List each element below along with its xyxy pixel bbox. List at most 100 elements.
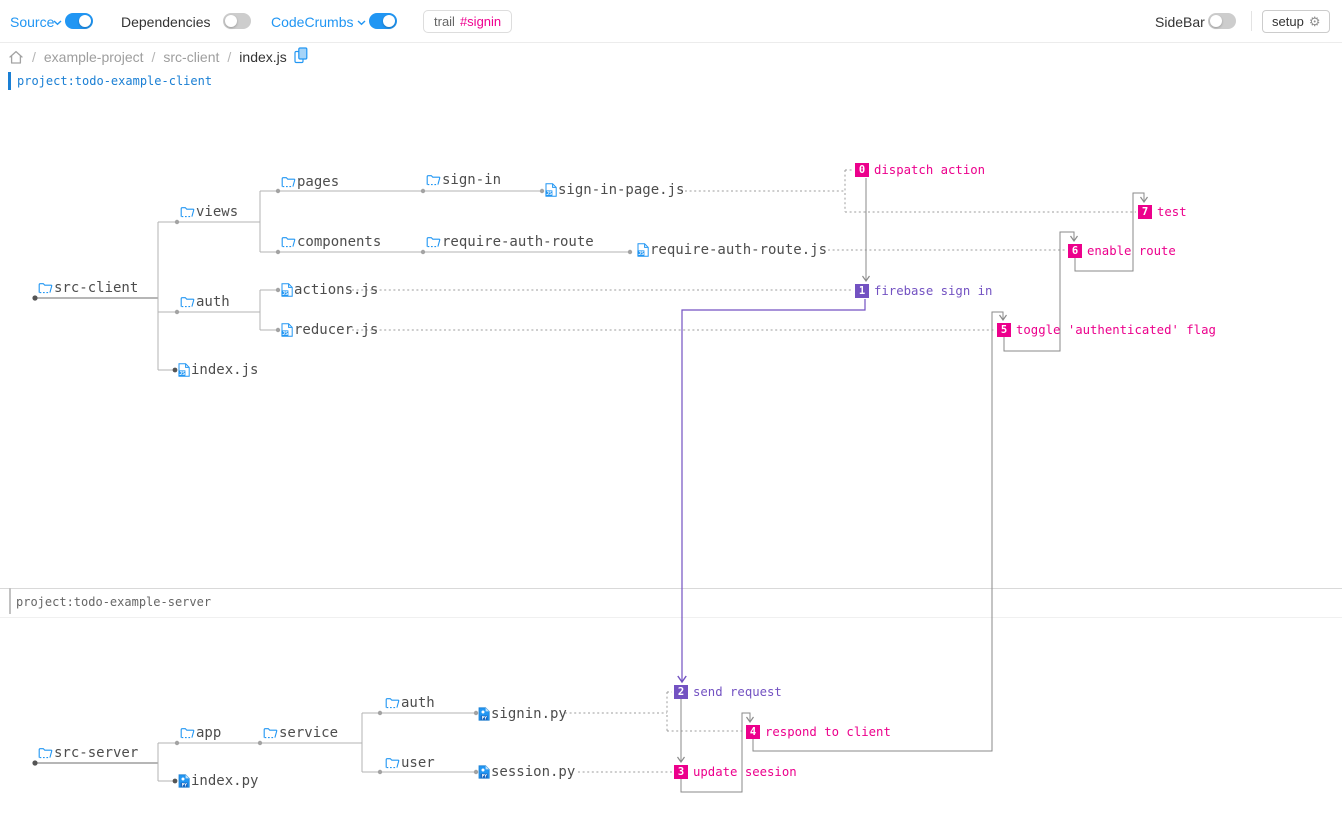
- tree-node-index-py[interactable]: index.py: [178, 773, 258, 789]
- crumb-4[interactable]: 4 respond to client: [746, 725, 891, 739]
- py-file-icon: [478, 765, 490, 779]
- tree-node-label: require-auth-route: [442, 234, 594, 250]
- setup-button-label: setup: [1272, 14, 1304, 29]
- tree-node-label: views: [196, 204, 239, 220]
- codecrumbs-toggle[interactable]: [369, 13, 397, 29]
- tree-node-label: app: [196, 725, 222, 741]
- breadcrumb-item[interactable]: example-project: [43, 49, 144, 65]
- folder-icon: [385, 757, 400, 769]
- crumb-3[interactable]: 3 update seesion: [674, 765, 797, 779]
- tree-node-index-js[interactable]: index.js: [178, 362, 258, 378]
- tree-node-auth-server[interactable]: auth: [385, 695, 435, 711]
- toggle-knob: [383, 15, 395, 27]
- source-toggle[interactable]: [65, 13, 93, 29]
- tree-node-user[interactable]: user: [385, 755, 435, 771]
- tree-node-session-py[interactable]: session.py: [478, 764, 575, 780]
- js-file-icon: [281, 283, 293, 297]
- setup-button[interactable]: setup ⚙: [1262, 10, 1331, 33]
- tree-node-label: auth: [401, 695, 435, 711]
- js-file-icon: [281, 323, 293, 337]
- tree-node-label: components: [297, 234, 382, 250]
- crumb-label: test: [1157, 205, 1187, 219]
- tree-node-views[interactable]: views: [180, 204, 238, 220]
- breadcrumb-separator: /: [151, 49, 156, 65]
- tree-node-src-server[interactable]: src-server: [38, 745, 138, 761]
- tree-node-actions-js[interactable]: actions.js: [281, 282, 378, 298]
- tree-node-reducer-js[interactable]: reducer.js: [281, 322, 378, 338]
- crumb-number: 4: [746, 725, 760, 739]
- toolbar-divider: [1251, 11, 1252, 31]
- folder-icon: [385, 697, 400, 709]
- crumb-0[interactable]: 0 dispatch action: [855, 163, 985, 177]
- breadcrumb-item[interactable]: src-client: [163, 49, 220, 65]
- tree-node-label: src-client: [54, 280, 139, 296]
- tree-node-src-client[interactable]: src-client: [38, 280, 138, 296]
- tree-node-service[interactable]: service: [263, 725, 338, 741]
- sidebar-toggle[interactable]: [1208, 13, 1236, 29]
- crumb-1[interactable]: 1 firebase sign in: [855, 284, 992, 298]
- folder-icon: [38, 282, 53, 294]
- codecrumbs-dropdown[interactable]: CodeCrumbs: [271, 14, 354, 30]
- toggle-knob: [225, 15, 237, 27]
- crumb-number: 3: [674, 765, 688, 779]
- home-icon[interactable]: [8, 50, 24, 65]
- tree-node-label: sign-in: [442, 172, 502, 188]
- crumb-number: 2: [674, 685, 688, 699]
- server-section-divider: [0, 588, 1342, 589]
- tree-node-app[interactable]: app: [180, 725, 221, 741]
- tree-node-label: session.py: [491, 764, 576, 780]
- tree-node-sign-in-page-js[interactable]: sign-in-page.js: [545, 182, 684, 198]
- gear-icon: ⚙: [1308, 14, 1321, 29]
- folder-icon: [426, 174, 441, 186]
- source-dropdown[interactable]: Source: [10, 14, 55, 30]
- dependencies-label[interactable]: Dependencies: [121, 14, 211, 30]
- crumb-label: dispatch action: [874, 163, 986, 177]
- py-file-icon: [478, 707, 490, 721]
- tree-node-label: auth: [196, 294, 230, 310]
- tree-node-label: actions.js: [294, 282, 379, 298]
- crumb-2[interactable]: 2 send request: [674, 685, 782, 699]
- tree-node-label: require-auth-route.js: [650, 242, 828, 258]
- server-project-label: project:todo-example-server: [16, 595, 212, 609]
- folder-icon: [38, 747, 53, 759]
- js-file-icon: [637, 243, 649, 257]
- tree-node-signin-py[interactable]: signin.py: [478, 706, 567, 722]
- breadcrumb: / example-project / src-client / index.j…: [8, 44, 308, 70]
- crumb-label: send request: [693, 685, 782, 699]
- server-project-bar: [9, 588, 11, 614]
- server-section-divider-2: [0, 617, 1342, 618]
- trail-badge-tag: #signin: [459, 14, 502, 29]
- tree-node-components[interactable]: components: [281, 234, 381, 250]
- crumb-label: respond to client: [765, 725, 891, 739]
- tree-node-require-auth-route-js[interactable]: require-auth-route.js: [637, 242, 827, 258]
- crumb-5[interactable]: 5 toggle 'authenticated' flag: [997, 323, 1216, 337]
- crumb-7[interactable]: 7 test: [1138, 205, 1187, 219]
- tree-node-label: pages: [297, 174, 340, 190]
- toggle-knob: [1210, 15, 1222, 27]
- trail-badge[interactable]: trail#signin: [423, 10, 513, 33]
- folder-icon: [180, 727, 195, 739]
- tree-node-label: src-server: [54, 745, 139, 761]
- dependencies-toggle[interactable]: [223, 13, 251, 29]
- tree-node-require-auth-route[interactable]: require-auth-route: [426, 234, 594, 250]
- folder-icon: [281, 236, 296, 248]
- client-project-label: project:todo-example-client: [17, 74, 213, 88]
- tree-node-label: service: [279, 725, 339, 741]
- breadcrumb-item-current[interactable]: index.js: [239, 49, 287, 65]
- crumb-6[interactable]: 6 enable route: [1068, 244, 1176, 258]
- tree-node-label: reducer.js: [294, 322, 379, 338]
- js-file-icon: [178, 363, 190, 377]
- js-file-icon: [545, 183, 557, 197]
- crumb-label: update seesion: [693, 765, 797, 779]
- tree-node-label: user: [401, 755, 435, 771]
- crumb-label: enable route: [1087, 244, 1176, 258]
- tree-node-auth[interactable]: auth: [180, 294, 230, 310]
- tree-node-label: signin.py: [491, 706, 567, 722]
- breadcrumb-separator: /: [32, 49, 36, 65]
- copy-icon[interactable]: [294, 47, 308, 67]
- tree-node-label: index.js: [191, 362, 259, 378]
- chevron-down-icon: [357, 20, 366, 26]
- tree-node-pages[interactable]: pages: [281, 174, 339, 190]
- tree-node-sign-in[interactable]: sign-in: [426, 172, 501, 188]
